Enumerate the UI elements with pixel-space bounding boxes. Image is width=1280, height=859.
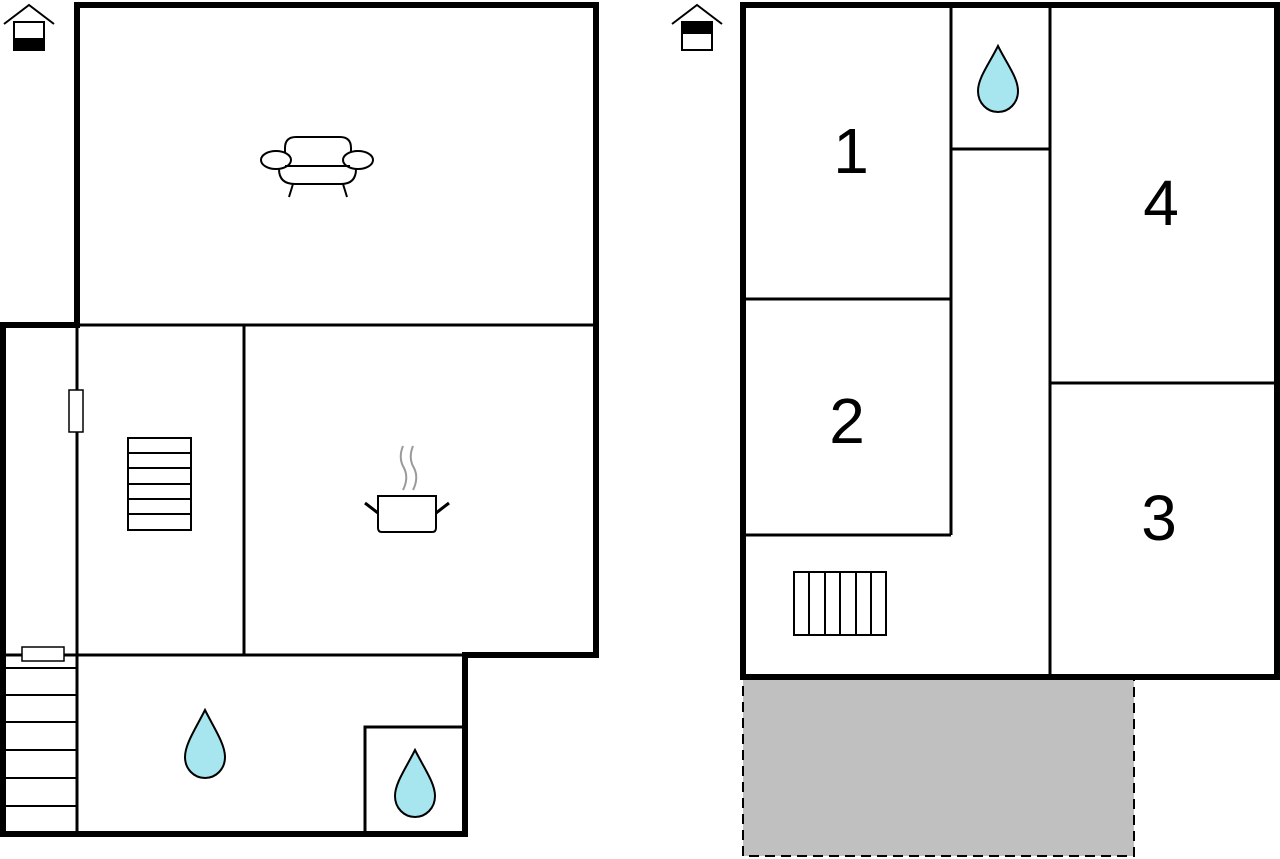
ground-floor-house-icon [3,3,55,51]
entrance-door [68,389,84,433]
ground-floor-outer-wall [0,2,599,837]
water-drop-icon [183,707,227,780]
toilet-room [363,725,467,836]
hallway-door [21,646,65,662]
room-number-2: 2 [829,385,865,457]
water-drop-icon [976,43,1020,114]
stairs-icon [127,437,192,531]
ground-floor-plan [0,2,599,837]
stairs-icon [793,571,887,636]
water-drop-icon [393,747,437,819]
room-number-3: 3 [1141,482,1177,554]
room-number-1: 1 [833,115,869,187]
sofa-icon [260,136,374,198]
cooking-pot-icon [364,445,450,533]
entrance-steps [5,667,77,807]
room-number-4: 4 [1143,167,1179,239]
upper-floor-house-icon [671,3,723,51]
upper-floor-plan: 1 2 3 4 [671,2,1280,857]
balcony-area [742,677,1135,857]
upper-floor-outer-wall [740,2,1280,680]
